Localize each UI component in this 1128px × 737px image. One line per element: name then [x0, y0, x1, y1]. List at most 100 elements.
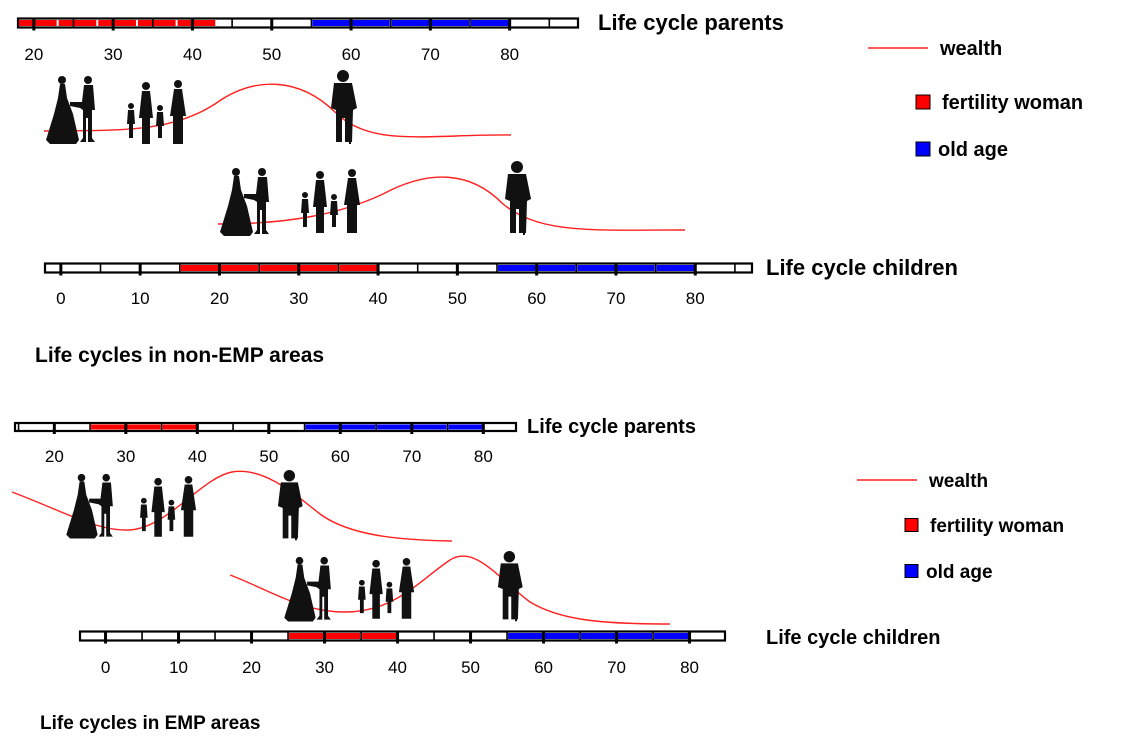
- legend-old-age-swatch: [915, 141, 931, 157]
- wedding-couple-icon: [220, 168, 269, 236]
- old-age-segment: [312, 20, 351, 26]
- legend-old-age-label: old age: [938, 139, 1008, 161]
- tick-label: 80: [500, 45, 519, 64]
- parents-label: Life cycle parents: [598, 10, 784, 35]
- tick-label: 30: [116, 447, 135, 466]
- fertility-segment: [91, 424, 125, 430]
- fertility-segment: [98, 20, 136, 26]
- elderly-person-icon: [331, 70, 357, 144]
- tick-label: 50: [262, 45, 281, 64]
- axis-parents-0: 20 30 40 50 60 70 80: [16, 17, 580, 64]
- legend-fertility-label: fertility woman: [942, 92, 1083, 114]
- parents-label: Life cycle parents: [527, 416, 696, 438]
- tick-label: 10: [169, 658, 188, 677]
- tick-label: 60: [331, 447, 350, 466]
- fertility-segment: [180, 265, 219, 271]
- tick-label: 40: [388, 658, 407, 677]
- fertility-segment: [362, 633, 397, 639]
- fertility-segment: [19, 20, 57, 26]
- tick-label: 80: [474, 447, 493, 466]
- family-group-icon: [127, 80, 186, 144]
- tick-label: 70: [402, 447, 421, 466]
- old-age-segment: [498, 265, 536, 271]
- legend-wealth-label: wealth: [928, 471, 988, 492]
- elderly-person-icon: [497, 551, 523, 622]
- elderly-person-icon: [277, 470, 303, 541]
- panel-caption: Life cycles in EMP areas: [40, 713, 260, 734]
- tick-label: 0: [101, 658, 110, 677]
- fertility-segment: [220, 265, 259, 271]
- tick-label: 30: [104, 45, 123, 64]
- legend-fertility-swatch: [915, 94, 931, 110]
- wedding-couple-icon: [46, 76, 95, 144]
- timeline-bar: [43, 262, 754, 274]
- legend-old-age-label: old age: [926, 562, 993, 583]
- tick-label: 50: [259, 447, 278, 466]
- old-age-segment: [577, 265, 615, 271]
- legend-wealth-label: wealth: [939, 38, 1002, 60]
- tick-label: 80: [686, 289, 705, 308]
- old-age-segment: [654, 633, 689, 639]
- tick-label: 10: [131, 289, 150, 308]
- tick-label: 40: [183, 45, 202, 64]
- old-age-segment: [391, 20, 430, 26]
- elderly-person-icon: [505, 161, 531, 235]
- fertility-segment: [325, 633, 361, 639]
- tick-label: 70: [606, 289, 625, 308]
- old-age-segment: [471, 20, 509, 26]
- timeline-bar: [16, 17, 580, 29]
- wealth-curve-children: [217, 176, 686, 231]
- tick-label: 20: [210, 289, 229, 308]
- fertility-segment: [299, 265, 338, 271]
- old-age-segment: [448, 424, 483, 430]
- old-age-segment: [617, 633, 653, 639]
- tick-label: 0: [56, 289, 65, 308]
- tick-label: 20: [242, 658, 261, 677]
- timeline-bar: [13, 421, 518, 433]
- tick-label: 50: [448, 289, 467, 308]
- old-age-segment: [305, 424, 340, 430]
- tick-label: 80: [680, 658, 699, 677]
- legend-0: wealth fertility woman old age: [868, 38, 1083, 161]
- old-age-segment: [377, 424, 411, 430]
- tick-label: 70: [607, 658, 626, 677]
- tick-label: 60: [527, 289, 546, 308]
- old-age-segment: [431, 20, 470, 26]
- legend-fertility-swatch: [904, 518, 919, 532]
- tick-label: 30: [315, 658, 334, 677]
- legend-fertility-label: fertility woman: [930, 516, 1064, 537]
- wedding-couple-icon: [284, 556, 331, 622]
- tick-label: 40: [369, 289, 388, 308]
- tick-label: 20: [24, 45, 43, 64]
- old-age-segment: [412, 424, 447, 430]
- old-age-segment: [508, 633, 543, 639]
- old-age-segment: [352, 20, 390, 26]
- fertility-segment: [339, 265, 378, 271]
- wealth-curve-parents: [43, 83, 512, 138]
- children-label: Life cycle children: [766, 627, 941, 649]
- fertility-segment: [58, 20, 97, 26]
- old-age-segment: [656, 265, 695, 271]
- fertility-segment: [137, 20, 176, 26]
- fertility-segment: [162, 424, 197, 430]
- wedding-couple-icon: [66, 473, 113, 539]
- old-age-segment: [544, 633, 580, 639]
- children-label: Life cycle children: [766, 255, 958, 280]
- fertility-segment: [260, 265, 298, 271]
- tick-label: 60: [342, 45, 361, 64]
- legend-1: wealth fertility woman old age: [857, 471, 1064, 583]
- fertility-segment: [126, 424, 161, 430]
- fertility-segment: [177, 20, 216, 26]
- tick-label: 20: [45, 447, 64, 466]
- old-age-segment: [581, 633, 616, 639]
- tick-label: 70: [421, 45, 440, 64]
- old-age-segment: [616, 265, 655, 271]
- old-age-segment: [341, 424, 376, 430]
- legend-old-age-swatch: [904, 564, 919, 578]
- family-group-icon: [301, 169, 360, 233]
- family-group-icon: [140, 476, 197, 537]
- panel-caption: Life cycles in non-EMP areas: [35, 344, 324, 367]
